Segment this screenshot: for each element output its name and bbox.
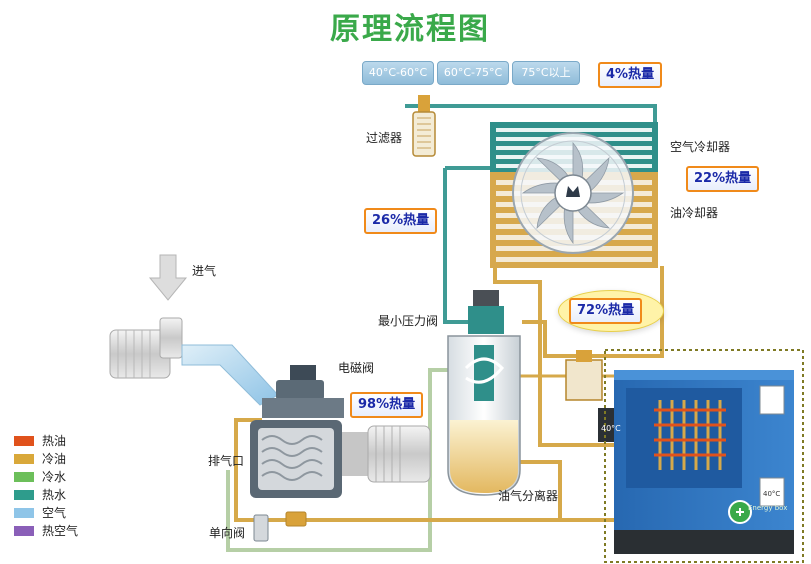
water-pipe xyxy=(226,368,470,552)
air-pipe-top xyxy=(405,104,657,122)
heat-label-top: 4%热量 xyxy=(598,62,663,88)
temp-range-1: 40°C-60°C xyxy=(362,61,434,85)
check-valve xyxy=(253,514,269,542)
legend-swatch xyxy=(14,454,34,464)
drain-valve xyxy=(285,511,307,527)
intake-valve xyxy=(262,398,344,418)
energy-box-label: Energy box xyxy=(748,504,788,512)
label-air-cooler: 空气冷却器 xyxy=(670,140,731,154)
filter-cap xyxy=(418,95,430,113)
legend-swatch xyxy=(14,436,34,446)
separator-filter-element xyxy=(474,345,494,401)
intake-duct xyxy=(181,344,279,406)
label-check-valve: 单向阀 xyxy=(209,526,246,540)
legend-swatch xyxy=(14,508,34,518)
oil-pipe-return xyxy=(493,266,628,447)
legend-label: 冷水 xyxy=(42,470,67,484)
temp-range-2: 60°C-75°C xyxy=(437,61,509,85)
intake-elbow xyxy=(159,317,183,359)
legend-swatch xyxy=(14,526,34,536)
cabinet-base xyxy=(614,530,794,554)
label-intake: 进气 xyxy=(192,264,217,278)
heat-label-compressor: 98%热量 xyxy=(350,392,424,418)
oil-pipe-recovery xyxy=(522,266,664,358)
solenoid-valve xyxy=(276,380,324,400)
label-min-pressure-valve: 最小压力阀 xyxy=(378,314,439,328)
legend-label: 空气 xyxy=(42,506,67,520)
separator-swirl xyxy=(464,357,505,384)
legend-label: 热水 xyxy=(42,488,67,502)
label-filter: 过滤器 xyxy=(366,131,403,145)
readout-cabinet: 40°C xyxy=(763,490,781,498)
min-pressure-valve-top xyxy=(473,290,499,308)
air-pipe-separator xyxy=(443,168,470,324)
min-pressure-valve xyxy=(468,306,504,334)
motor xyxy=(367,425,431,483)
page-title: 原理流程图 xyxy=(330,12,490,47)
heat-recovery-bubble: 72%热量 xyxy=(558,290,664,332)
screw-rotor xyxy=(258,428,334,490)
heat-recovery-boundary xyxy=(604,349,804,563)
heat-label-air-cooler: 22%热量 xyxy=(686,166,760,192)
heat-exchanger-coil xyxy=(658,400,722,470)
cabinet-display-bottom xyxy=(759,477,785,507)
separator-oil-level xyxy=(450,420,518,493)
filter-body xyxy=(412,111,436,157)
legend-label: 热油 xyxy=(42,434,67,448)
legend-swatch xyxy=(14,472,34,482)
label-oil-cooler: 油冷却器 xyxy=(670,206,719,220)
cabinet-top-rail xyxy=(614,370,794,380)
brand-logo-icon xyxy=(566,186,580,197)
intake-arrow-icon xyxy=(148,254,188,301)
energy-box-plus-icon xyxy=(736,508,744,516)
legend-label: 冷油 xyxy=(42,452,67,466)
label-oil-gas-separator: 油气分离器 xyxy=(498,489,559,503)
cabinet-display-top xyxy=(759,385,785,415)
heat-label-separator-line: 26%热量 xyxy=(364,208,438,234)
temp-range-3: 75°C以上 xyxy=(512,61,580,85)
readout-left: 40°C xyxy=(601,424,621,433)
label-exhaust-port: 排气口 xyxy=(208,454,245,468)
thermostatic-valve xyxy=(565,359,603,401)
heat-label-recovery: 72%热量 xyxy=(569,298,643,324)
motor-coupling xyxy=(342,432,370,476)
label-solenoid-valve: 电磁阀 xyxy=(338,361,375,375)
thermostatic-valve-cap xyxy=(576,350,592,362)
legend-swatch xyxy=(14,490,34,500)
legend-label: 热空气 xyxy=(42,524,79,538)
